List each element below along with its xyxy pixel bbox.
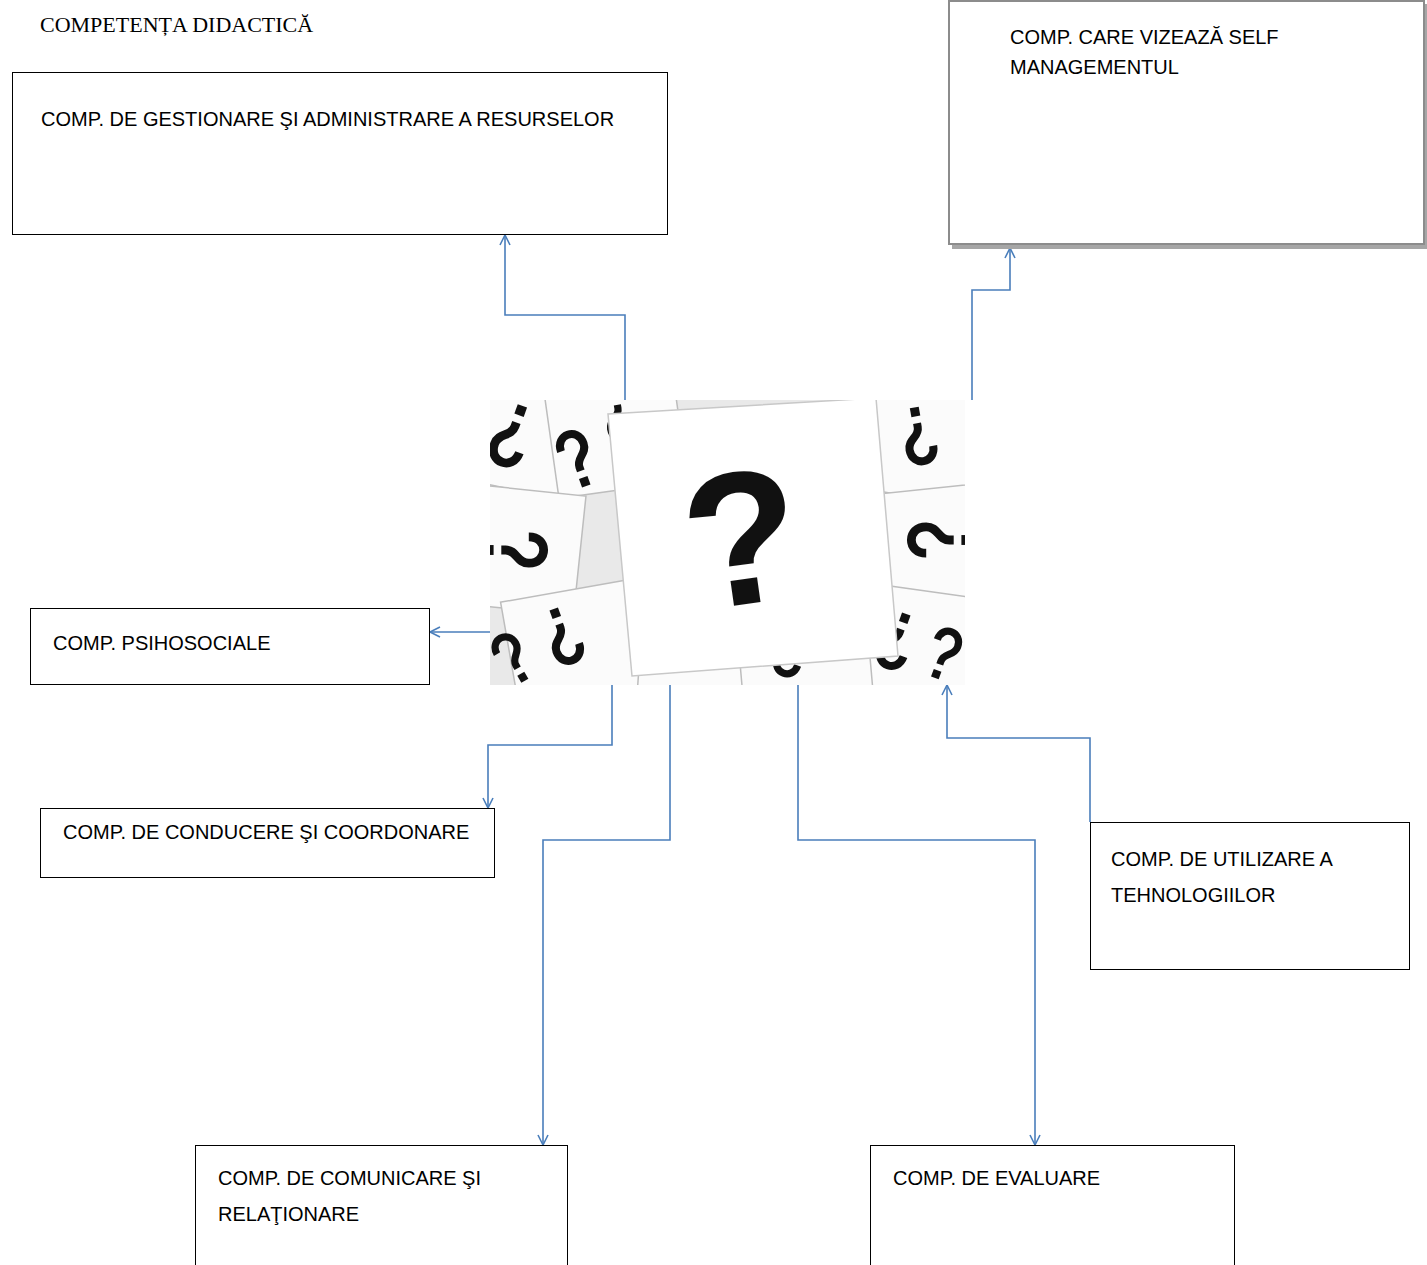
arrow-connector <box>488 685 612 808</box>
competence-box: COMP. DE UTILIZARE A TEHNOLOGIILOR <box>1090 822 1410 970</box>
question-mark-symbol <box>542 605 583 664</box>
arrow-connector <box>798 685 1035 1145</box>
box-label: COMP. DE UTILIZARE A TEHNOLOGIILOR <box>1111 841 1395 913</box>
arrow-connector <box>505 235 625 400</box>
main-card <box>608 400 898 676</box>
question-mark-symbol <box>556 431 597 490</box>
box-label: COMP. DE CONDUCERE ŞI COORDONARE <box>63 817 478 847</box>
question-mark-symbol <box>902 405 935 463</box>
arrow-connector <box>543 685 670 1145</box>
competence-box: COMP. PSIHOSOCIALE <box>30 608 430 685</box>
box-label: COMP. DE COMUNICARE ŞI RELAŢIONARE <box>218 1160 551 1232</box>
arrow-connector <box>430 631 490 633</box>
arrow-connector <box>972 248 1010 400</box>
diagram-title: COMPETENȚA DIDACTICĂ <box>40 12 313 38</box>
competence-box: COMP. DE COMUNICARE ŞI RELAŢIONARE <box>195 1145 568 1265</box>
box-label: COMP. DE GESTIONARE ŞI ADMINISTRARE A RE… <box>41 93 647 145</box>
question-mark-symbol <box>490 401 535 466</box>
arrow-connector <box>947 685 1090 822</box>
competence-box: COMP. DE GESTIONARE ŞI ADMINISTRARE A RE… <box>12 72 668 235</box>
competence-box: COMP. CARE VIZEAZĂ SELF MANAGEMENTUL <box>948 0 1425 245</box>
question-mark-symbol <box>491 633 534 685</box>
question-mark-symbol <box>911 527 965 553</box>
box-label: COMP. DE EVALUARE <box>893 1160 1218 1196</box>
box-label: COMP. PSIHOSOCIALE <box>53 629 413 657</box>
competence-box: COMP. DE CONDUCERE ŞI COORDONARE <box>40 808 495 878</box>
competence-box: COMP. DE EVALUARE <box>870 1145 1235 1265</box>
box-label: COMP. CARE VIZEAZĂ SELF MANAGEMENTUL <box>1010 22 1403 82</box>
question-image: ? <box>490 400 965 685</box>
question-mark-symbol <box>490 537 544 563</box>
question-mark-symbol <box>925 628 962 681</box>
